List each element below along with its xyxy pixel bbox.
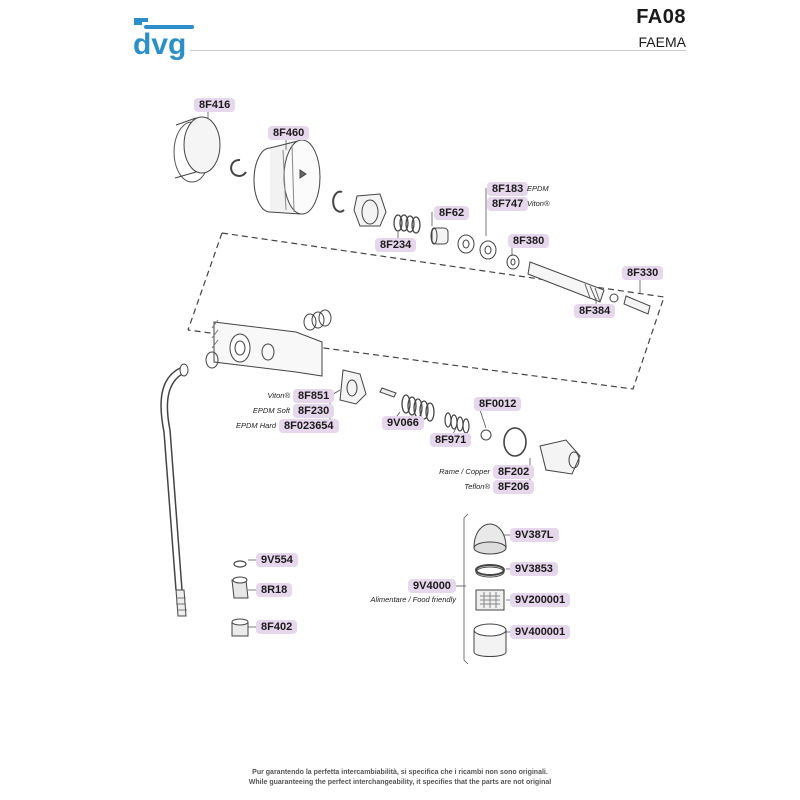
note-8F747: Viton® <box>527 199 550 208</box>
stem-part <box>527 261 605 303</box>
part-label-8F971: 8F971 <box>430 433 472 447</box>
disclaimer-footer: Pur garantendo la perfetta intercambiabi… <box>0 768 800 788</box>
ring-part <box>475 564 505 576</box>
sleeve-part <box>473 623 507 657</box>
circlip-part <box>230 158 247 177</box>
part-label-8F023654: 8F023654 <box>279 419 339 433</box>
part-label-9V554: 9V554 <box>256 553 298 567</box>
tip-part <box>609 293 651 315</box>
part-label-9V3853: 9V3853 <box>510 562 558 576</box>
bushing-part <box>430 227 449 245</box>
spring-8F234-part <box>393 214 421 234</box>
part-label-8F234: 8F234 <box>375 238 417 252</box>
nut-part <box>353 193 387 227</box>
note-8F183: EPDM <box>527 184 549 193</box>
part-label-8F851: 8F851 <box>293 389 335 403</box>
note-8F206: Teflon® <box>464 482 490 491</box>
part-label-9V066: 9V066 <box>382 416 424 430</box>
assembly-dashed-outline <box>187 232 665 390</box>
nut-8F851-part <box>339 369 367 405</box>
brand-name: FAEMA <box>638 34 686 50</box>
gasket-part <box>503 427 527 457</box>
knob-part <box>253 139 321 215</box>
note-8F851: Viton® <box>267 391 291 400</box>
dvg-logo: dvg <box>130 8 200 62</box>
model-code: FA08 <box>636 6 686 28</box>
note-8F230: EPDM Soft <box>252 406 290 415</box>
note-9V4000: Alimentare / Food friendly <box>370 595 456 604</box>
logo-text: dvg <box>133 28 186 61</box>
note-8F023654: EPDM Hard <box>235 421 276 430</box>
part-label-8F62: 8F62 <box>434 206 470 220</box>
note-8F202: Rame / Copper <box>439 467 490 476</box>
part-label-8F416: 8F416 <box>194 98 236 112</box>
small-sleeve-part <box>231 618 249 637</box>
part-label-8F747: 8F747 <box>487 197 529 211</box>
part-label-8F206: 8F206 <box>493 480 535 494</box>
disclaimer-line-it: Pur garantendo la perfetta intercambiabi… <box>252 769 548 776</box>
valve-body-part <box>211 319 323 377</box>
spring-8F971-part <box>444 412 470 434</box>
filter-part <box>475 589 505 611</box>
part-label-8R18: 8R18 <box>256 583 293 597</box>
part-label-9V400001: 9V400001 <box>510 625 571 639</box>
tube-part <box>160 363 189 617</box>
cap-part <box>473 523 507 549</box>
part-label-8F460: 8F460 <box>268 126 310 140</box>
disclaimer-line-en: While guaranteeing the perfect interchan… <box>248 779 552 786</box>
fitting-part <box>539 439 581 475</box>
small-nut-part <box>231 576 249 599</box>
ring-nut-part <box>173 116 221 183</box>
part-label-8F183: 8F183 <box>487 182 529 196</box>
header-rule <box>190 50 686 51</box>
part-label-8F380: 8F380 <box>508 234 550 248</box>
part-label-8F230: 8F230 <box>293 404 335 418</box>
part-label-8F202: 8F202 <box>493 465 535 479</box>
part-label-9V200001: 9V200001 <box>510 593 571 607</box>
part-label-8F330: 8F330 <box>622 266 664 280</box>
part-label-9V387L: 9V387L <box>510 528 559 542</box>
part-label-9V4000: 9V4000 <box>408 579 456 593</box>
small-ring-part <box>233 560 247 568</box>
part-label-8F402: 8F402 <box>256 620 298 634</box>
part-label-8F0012: 8F0012 <box>474 397 522 411</box>
part-label-8F384: 8F384 <box>574 304 616 318</box>
